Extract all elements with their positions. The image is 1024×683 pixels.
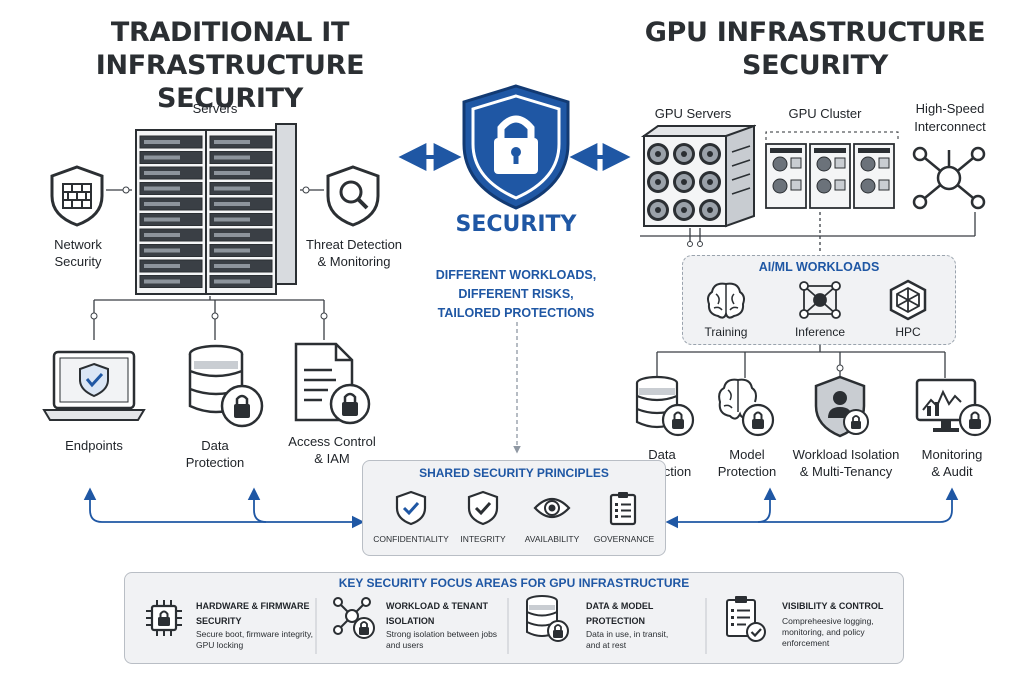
left-title-line1: TRADITIONAL IT INFRASTRUCTURE	[95, 17, 365, 81]
hpc-label: HPC	[895, 325, 921, 339]
confidentiality-label: CONFIDENTIALITY	[373, 534, 449, 544]
laptop-icon	[42, 350, 146, 421]
firewall-shield-icon	[50, 165, 104, 227]
right-title-line2: SECURITY	[741, 50, 889, 81]
gpu-servers-label: GPU Servers	[654, 106, 732, 121]
right-title: GPU INFRASTRUCTURE SECURITY	[630, 16, 1000, 82]
focus-area-3-description: Data in use, in transit, and at rest	[586, 629, 669, 650]
focus-area-2-description: Strong isolation between jobs and users	[386, 629, 498, 650]
isolation-label: Workload Isolation & Multi-Tenancy	[792, 447, 900, 479]
monitoring-audit-label: Monitoring & Audit	[921, 447, 983, 479]
gpu-server-icon	[640, 124, 756, 228]
chip-lock-icon	[146, 600, 182, 636]
shared-principles-title: SHARED SECURITY PRINCIPLES	[419, 466, 609, 480]
isolation-network-lock-icon	[333, 597, 375, 639]
threat-detection-shield-icon	[326, 165, 380, 227]
focus-areas-panel	[124, 572, 904, 664]
focus-area-3-heading: DATA & MODEL PROTECTION	[586, 601, 654, 626]
ai-ml-workloads-title: AI/ML WORKLOADS	[758, 260, 880, 274]
training-label: Training	[704, 325, 748, 339]
availability-eye-icon	[533, 497, 571, 519]
left-title: TRADITIONAL IT INFRASTRUCTURE SECURITY	[30, 16, 430, 115]
servers-label: Servers	[192, 101, 238, 116]
gpu-cluster-label: GPU Cluster	[788, 106, 862, 121]
document-lock-icon	[294, 342, 371, 425]
left-title-line2: SECURITY	[156, 83, 304, 114]
tagline: DIFFERENT WORKLOADS, DIFFERENT RISKS, TA…	[435, 268, 597, 320]
availability-label: AVAILABILITY	[524, 534, 580, 544]
focus-area-1-heading: HARDWARE & FIRMWARE SECURITY	[196, 601, 310, 626]
security-shield-icon	[462, 84, 570, 210]
governance-clipboard-icon	[609, 492, 637, 526]
hpc-hexagon-icon	[889, 279, 927, 321]
endpoints-label: Endpoints	[65, 438, 123, 453]
access-control-label: Access Control & IAM	[288, 434, 376, 466]
database-lock-icon	[188, 344, 264, 428]
network-security-label: Network Security	[54, 237, 102, 269]
integrity-label: INTEGRITY	[460, 534, 506, 544]
threat-detection-label: Threat Detection & Monitoring	[305, 237, 403, 269]
focus-areas-title: KEY SECURITY FOCUS AREAS FOR GPU INFRAST…	[338, 576, 690, 590]
model-protection-label: Model Protection	[717, 447, 777, 479]
left-data-protection-label: Data Protection	[185, 438, 245, 470]
visibility-clipboard-check-icon	[726, 596, 766, 642]
security-label: SECURITY	[455, 212, 577, 237]
brain-icon	[707, 282, 745, 319]
focus-area-1-description: Secure boot, firmware integrity, GPU loc…	[196, 629, 313, 650]
gpu-database-lock-icon	[635, 375, 695, 437]
confidentiality-shield-icon	[395, 490, 427, 526]
model-brain-lock-icon	[718, 378, 775, 437]
monitoring-screen-lock-icon	[915, 378, 992, 437]
governance-label: GOVERNANCE	[593, 534, 655, 544]
focus-area-2-heading: WORKLOAD & TENANT ISOLATION	[386, 601, 488, 626]
inference-label: Inference	[794, 325, 846, 339]
data-model-database-lock-icon	[526, 595, 569, 642]
interconnect-hub-icon	[912, 146, 986, 210]
gpu-cluster-icon	[765, 131, 899, 209]
neural-network-icon	[799, 281, 841, 319]
focus-area-4-heading: VISIBILITY & CONTROL	[782, 601, 884, 611]
focus-area-4-description: Compreheesive logging, monitoring, and p…	[782, 616, 874, 648]
right-title-line1: GPU INFRASTRUCTURE	[644, 17, 986, 48]
isolation-shield-user-icon	[814, 375, 869, 438]
server-rack-icon	[135, 123, 297, 295]
integrity-shield-icon	[467, 490, 499, 526]
interconnect-label: High-Speed Interconnect	[914, 101, 986, 134]
